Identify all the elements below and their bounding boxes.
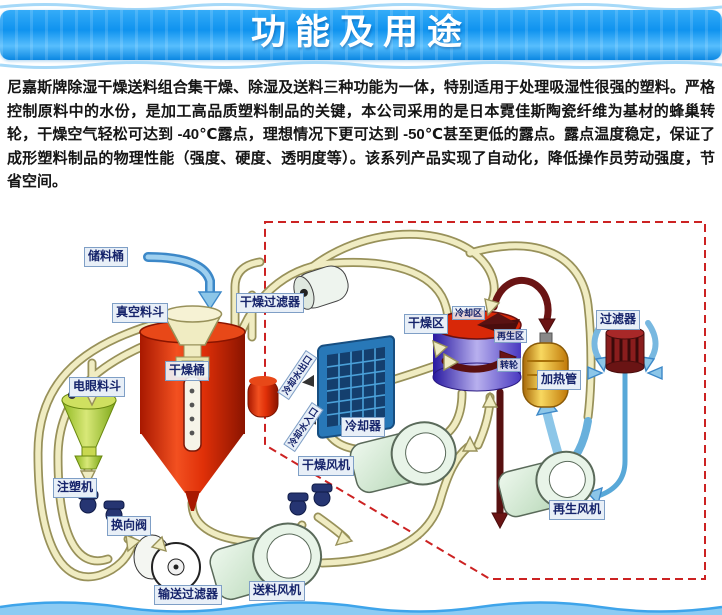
label-regen-blower: 再生风机 (549, 500, 606, 520)
title-bar (0, 10, 722, 60)
label-drying-barrel: 干燥桶 (165, 361, 210, 381)
label-regen-zone: 再生区 (494, 329, 528, 344)
storage-feed-arrow (143, 252, 215, 298)
cooler-unit (302, 335, 395, 439)
drying-blower-unit (349, 421, 457, 494)
label-drying-blower: 干燥风机 (298, 456, 355, 476)
label-rotor: 转轮 (497, 358, 522, 373)
exhaust-filter-unit (587, 320, 663, 381)
dashed-boundary (264, 221, 706, 580)
return-air-cylinder (247, 376, 279, 418)
label-drying-zone: 干燥区 (404, 314, 449, 334)
reversing-valve-center (287, 483, 333, 516)
footer-wave (0, 601, 722, 615)
hot-air-pipe (490, 276, 556, 530)
label-reversing-valve: 换向阀 (107, 516, 152, 536)
header-wave-top (0, 3, 722, 11)
label-cooling-zone: 冷却区 (452, 306, 486, 321)
label-vacuum-hopper: 真空料斗 (112, 303, 169, 323)
label-heater: 加热管 (537, 370, 582, 390)
regen-blower-unit (497, 450, 596, 518)
label-feed-blower: 送料风机 (249, 581, 306, 601)
label-dry-filter: 干燥过滤器 (236, 293, 305, 313)
intro-paragraph: 尼嘉斯牌除湿干燥送料组合集干燥、除湿及送料三种功能为一体，特别适用于处理吸湿性很… (7, 79, 715, 190)
filter-exhaust-pipe (595, 368, 628, 499)
page-title: 功能及用途 (250, 13, 471, 52)
photo-eye-hopper (61, 390, 117, 470)
label-photo-eye-hopper: 电眼料斗 (69, 377, 126, 397)
header-wave-bottom (0, 61, 722, 69)
convey-filter-unit (133, 534, 201, 592)
label-cooler: 冷却器 (341, 417, 386, 437)
label-convey-filter: 输送过滤器 (154, 585, 223, 605)
label-filter: 过滤器 (596, 310, 641, 330)
label-storage-barrel: 储料桶 (84, 247, 129, 267)
label-injection-machine: 注塑机 (53, 478, 98, 498)
